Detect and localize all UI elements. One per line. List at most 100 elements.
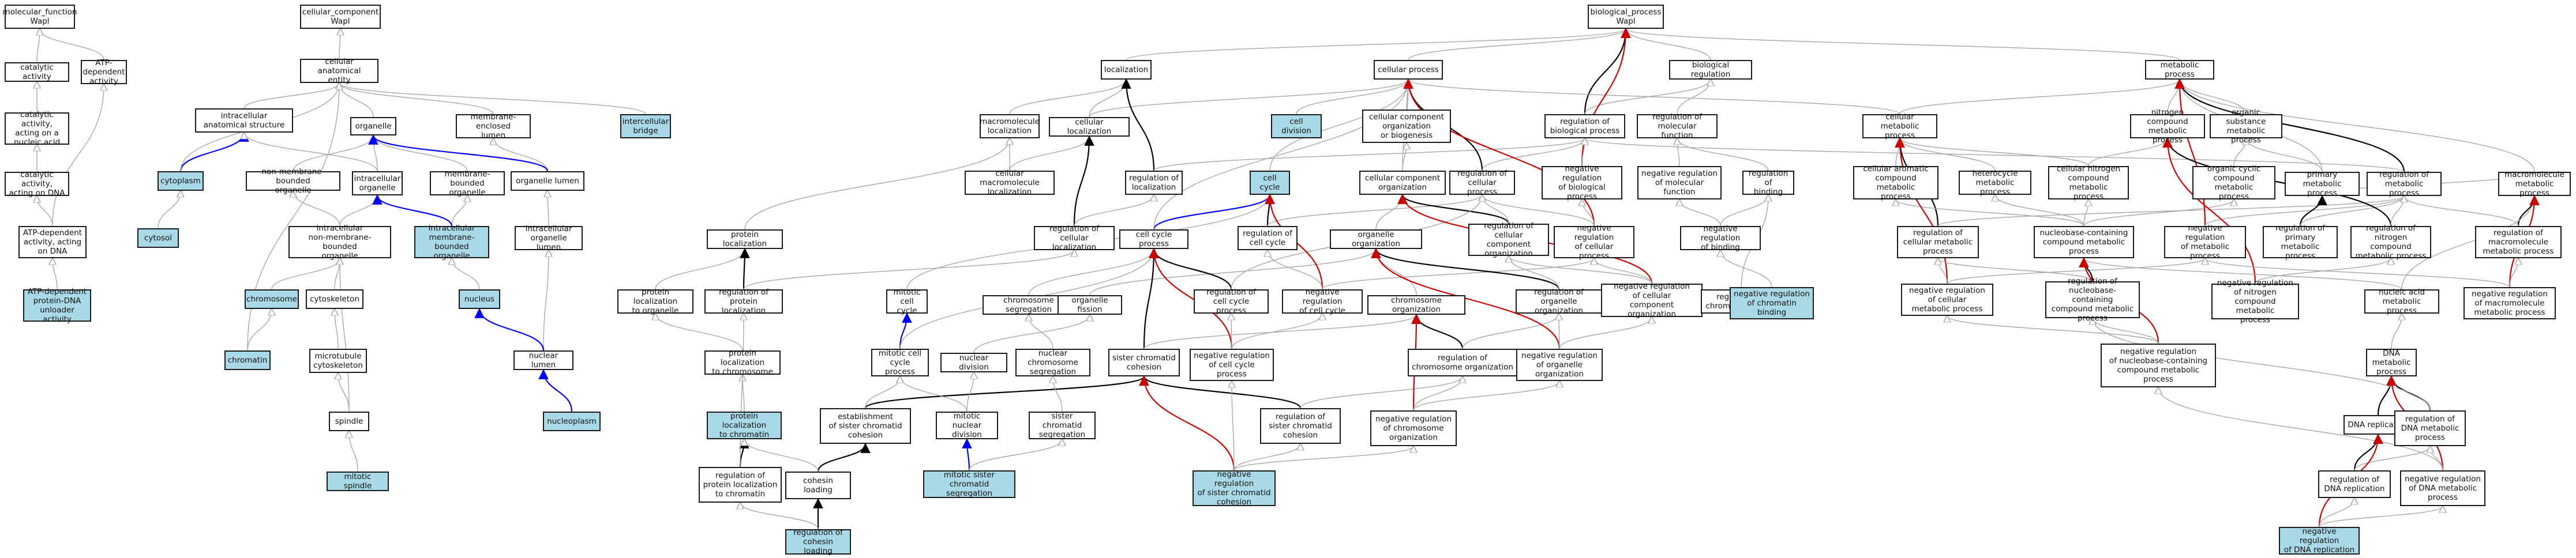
term-node-cc[interactable]: cellular_component Wapl (300, 5, 381, 29)
term-node-inmbo[interactable]: intracellular non-membrane-bounded organ… (288, 224, 391, 261)
term-node-orgfis[interactable]: organelle fission (1058, 295, 1122, 315)
term-node-cmp[interactable]: cellular metabolic process (1862, 112, 1937, 140)
term-node-regcc[interactable]: regulation of cell cycle (1238, 226, 1298, 250)
term-node-atpdep[interactable]: ATP-dependent activity (81, 58, 127, 86)
term-node-regplocchrom[interactable]: regulation of protein localization to ch… (699, 467, 782, 503)
term-node-regcp[interactable]: regulation of cellular process (1449, 169, 1515, 197)
term-node-iol[interactable]: intracellular organelle lumen (515, 224, 583, 252)
term-node-nuclumen[interactable]: nuclear lumen (513, 350, 573, 370)
term-node-bp[interactable]: biological_process Wapl (1588, 5, 1664, 29)
term-node-spindle[interactable]: spindle (329, 412, 369, 431)
term-node-namp[interactable]: nucleic acid metabolic process (2364, 288, 2439, 315)
term-node-protloc[interactable]: protein localization (707, 229, 783, 249)
term-node-pmp[interactable]: primary metabolic process (2285, 170, 2360, 198)
term-node-imbo[interactable]: intracellular membrane-bounded organelle (414, 224, 489, 261)
term-node-scseg[interactable]: sister chromatid segregation (1029, 412, 1096, 439)
term-node-nrdnarep[interactable]: negative regulation of DNA replication (2279, 527, 2360, 555)
term-node-nrchrbind[interactable]: negative regulation of chromatin binding (1730, 287, 1814, 319)
term-node-nrncmp[interactable]: negative regulation of nitrogen compound… (2211, 278, 2299, 325)
term-node-regcloc[interactable]: regulation of cellular localization (1034, 224, 1115, 252)
term-node-regmf[interactable]: regulation of molecular function (1637, 112, 1718, 140)
term-node-mmloc[interactable]: macromolecule localization (980, 114, 1040, 138)
term-node-ncmp[interactable]: nitrogen compound metabolic process (2130, 108, 2205, 145)
term-node-nucleoplasm[interactable]: nucleoplasm (543, 412, 601, 431)
term-node-celldiv[interactable]: cell division (1271, 114, 1322, 138)
term-node-atpdna[interactable]: ATP-dependent activity, acting on DNA (18, 226, 87, 258)
term-node-nuccs[interactable]: nuclear chromosome segregation (1015, 349, 1090, 376)
term-node-regmmmp[interactable]: regulation of macromolecule metabolic pr… (2475, 226, 2562, 258)
term-node-organelle[interactable]: organelle (350, 117, 396, 135)
term-node-cytoplasm[interactable]: cytoplasm (158, 171, 204, 191)
term-node-regbind[interactable]: regulation of binding (1742, 169, 1794, 197)
term-node-mtcyto[interactable]: microtubule cytoskeleton (309, 349, 367, 373)
term-node-cat[interactable]: catalytic activity (5, 62, 69, 82)
term-node-nrdnamp[interactable]: negative regulation of DNA metabolic pro… (2400, 470, 2485, 506)
term-node-nrbp[interactable]: negative regulation of biological proces… (1542, 164, 1622, 201)
term-node-nregbind[interactable]: negative regulation of binding (1680, 224, 1761, 252)
term-node-mbo[interactable]: membrane-bounded organelle (430, 169, 505, 197)
term-node-regdnarep[interactable]: regulation of DNA replication (2318, 470, 2391, 498)
term-node-regcco[interactable]: regulation of cellular component organiz… (1468, 221, 1549, 258)
term-node-catdna[interactable]: catalytic activity, acting on DNA (5, 170, 69, 198)
term-node-chromatin[interactable]: chromatin (224, 350, 271, 370)
term-node-mp[interactable]: metabolic process (2145, 60, 2214, 80)
term-node-regloc[interactable]: regulation of localization (1125, 171, 1183, 195)
term-node-plocchromatin[interactable]: protein localization to chromatin (707, 412, 782, 439)
term-node-nrccp[interactable]: negative regulation of cell cycle proces… (1190, 349, 1274, 381)
term-node-loc[interactable]: localization (1101, 60, 1152, 80)
term-node-regcohload[interactable]: regulation of cohesin loading (785, 528, 851, 556)
term-node-plocorg[interactable]: protein localization to organelle (617, 288, 693, 315)
term-node-osmp[interactable]: organic substance metabolic process (2210, 108, 2282, 145)
term-node-nrcp[interactable]: negative regulation of cellular process (1554, 224, 1634, 261)
term-node-mcc[interactable]: mitotic cell cycle (886, 288, 928, 315)
term-node-nmbo[interactable]: non-membrane-bounded organelle (246, 167, 340, 195)
term-node-regscc[interactable]: regulation of sister chromatid cohesion (1260, 408, 1341, 444)
term-node-regploc[interactable]: regulation of protein localization (704, 288, 783, 315)
term-node-regpmp[interactable]: regulation of primary metabolic process (2263, 224, 2338, 261)
term-node-nrorgorg[interactable]: negative regulation of organelle organiz… (1516, 349, 1603, 381)
term-node-breg[interactable]: biological regulation (1669, 60, 1752, 80)
term-node-mitspindle[interactable]: mitotic spindle (327, 472, 389, 491)
term-node-ias[interactable]: intracellular anatomical structure (195, 108, 293, 133)
term-node-nrcmp[interactable]: negative regulation of cellular metaboli… (1901, 284, 1993, 316)
term-node-cellcycle[interactable]: cell cycle (1250, 171, 1290, 195)
term-node-cae[interactable]: cellular anatomical entity (300, 57, 378, 85)
term-node-estscc[interactable]: establishment of sister chromatid cohesi… (820, 408, 911, 444)
term-node-mitscseg[interactable]: mitotic sister chromatid segregation (923, 470, 1015, 498)
term-node-dnamp[interactable]: DNA metabolic process (2366, 349, 2417, 376)
term-node-nrmp[interactable]: negative regulation of metabolic process (2164, 224, 2246, 261)
term-node-regbp[interactable]: regulation of biological process (1544, 114, 1625, 138)
term-node-camp[interactable]: cellular aromatic compound metabolic pro… (1853, 164, 1938, 201)
term-node-chromosome[interactable]: chromosome (245, 289, 299, 309)
term-node-hetmp[interactable]: heterocycle metabolic process (1959, 169, 2031, 197)
term-node-mitnucdiv[interactable]: mitotic nuclear division (936, 412, 998, 439)
term-node-nrmf[interactable]: negative regulation of molecular functio… (1637, 166, 1722, 199)
term-node-nacmp[interactable]: nucleobase-containing compound metabolic… (2034, 226, 2134, 258)
term-node-catna[interactable]: catalytic activity, acting on a nucleic … (5, 110, 69, 147)
term-node-io[interactable]: intracellular organelle (352, 171, 403, 195)
term-node-nrcc[interactable]: negative regulation of cell cycle (1282, 288, 1363, 315)
term-node-cloc[interactable]: cellular localization (1049, 117, 1130, 137)
term-node-ibridge[interactable]: intercellular bridge (620, 114, 671, 138)
term-node-chromorg[interactable]: chromosome organization (1367, 295, 1465, 315)
term-node-cp[interactable]: cellular process (1374, 60, 1443, 80)
term-node-cytosol[interactable]: cytosol (137, 228, 179, 248)
term-node-mccp[interactable]: mitotic cell cycle process (871, 349, 929, 376)
term-node-cmmloc[interactable]: cellular macromolecule localization (965, 169, 1055, 197)
term-node-nrchromorg[interactable]: negative regulation of chromosome organi… (1370, 410, 1457, 446)
term-node-regmp[interactable]: regulation of metabolic process (2367, 170, 2442, 198)
term-node-nrscc[interactable]: negative regulation of sister chromatid … (1193, 470, 1276, 507)
term-node-occmp[interactable]: organic cyclic compound metabolic proces… (2192, 164, 2275, 201)
term-node-cytoskel[interactable]: cytoskeleton (306, 289, 363, 309)
term-node-cncmp[interactable]: cellular nitrogen compound metabolic pro… (2048, 164, 2129, 201)
term-node-chromseg[interactable]: chromosome segregation (983, 295, 1075, 315)
term-node-scc[interactable]: sister chromatid cohesion (1108, 349, 1180, 376)
term-node-mf[interactable]: molecular_function Wapl (3, 5, 77, 29)
term-node-nrcco[interactable]: negative regulation of cellular componen… (1601, 282, 1703, 319)
term-node-regncmp[interactable]: regulation of nitrogen compound metaboli… (2350, 224, 2431, 261)
term-node-nrmmmp[interactable]: negative regulation of macromolecule met… (2463, 287, 2556, 319)
term-node-regcmp[interactable]: regulation of cellular metabolic process (1897, 226, 1979, 258)
term-node-unloader[interactable]: ATP-dependent protein-DNA unloader activ… (23, 287, 91, 324)
term-node-regnacmp[interactable]: regulation of nucleobase-containing comp… (2045, 277, 2140, 323)
term-node-mmmp[interactable]: macromolecule metabolic process (2498, 170, 2571, 198)
